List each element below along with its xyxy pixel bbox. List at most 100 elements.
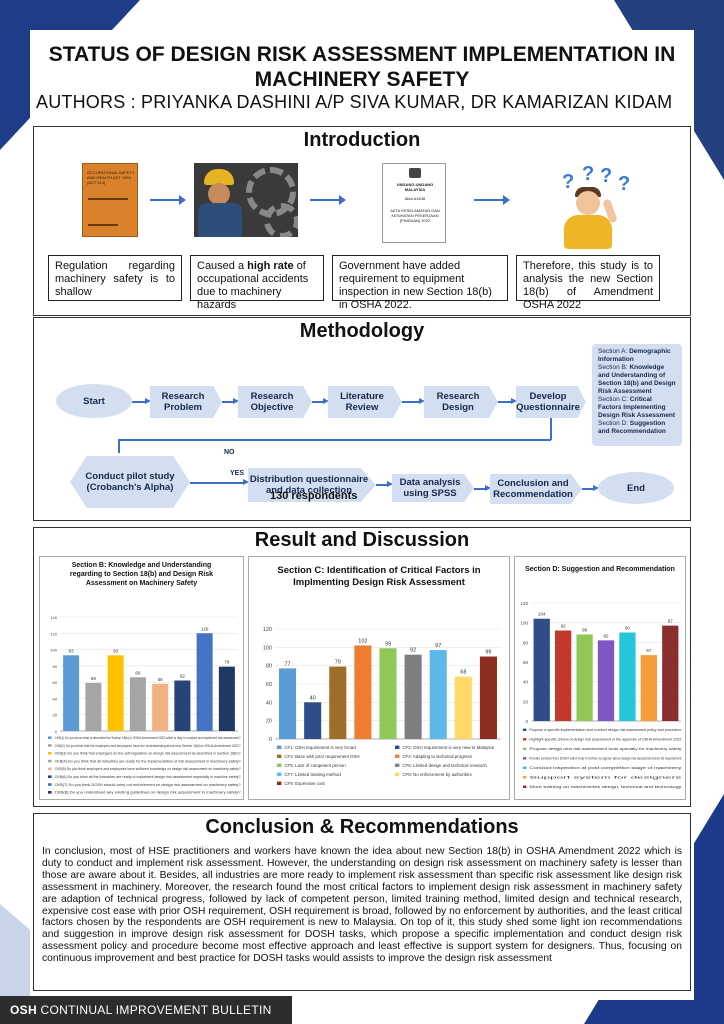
bar [304, 702, 322, 739]
flow-arrow [312, 398, 329, 404]
legend-item: CKB(5) Do you think employers and employ… [55, 767, 241, 771]
flow-connector [118, 439, 551, 441]
introduction-heading: Introduction [303, 129, 421, 151]
legend-item: Provide seminar from DOSH which help to … [529, 757, 681, 761]
flow-pilot-study: Conduct pilot study (Crobanch's Alpha) [70, 456, 190, 508]
bar [218, 666, 235, 731]
legend-item: Propose design new risk assessment tools… [529, 747, 681, 751]
doc-title: UNDANG-UNDANG MALAYSIA [396, 182, 434, 192]
data-label: 79 [335, 660, 341, 666]
y-tick-label: 80 [266, 664, 272, 670]
arrow-icon [474, 195, 510, 205]
data-label: 97 [435, 643, 441, 649]
legend-swatch [48, 752, 52, 755]
machinery-worker-image [194, 163, 298, 237]
legend-swatch [48, 775, 52, 778]
bar [354, 645, 372, 739]
methodology-heading: Methodology [299, 320, 425, 342]
y-tick-label: 100 [263, 645, 272, 651]
data-label: 66 [135, 670, 141, 675]
bar [576, 634, 593, 721]
flow-arrow [376, 481, 393, 487]
doc-subtitle: Akta A1648 [404, 196, 426, 201]
y-tick-label: 0 [525, 719, 528, 724]
y-tick-label: 20 [523, 699, 529, 704]
amendment-document-image: UNDANG-UNDANG MALAYSIA Akta A1648 AKTA K… [382, 163, 446, 243]
osha-act-book-image: OCCUPATIONAL SAFETY AND HEALTH ACT 1994 … [82, 163, 138, 237]
data-label: 104 [538, 612, 546, 617]
data-label: 40 [310, 695, 316, 701]
data-label: 97 [668, 619, 674, 624]
section-c-item: Section C: Critical Factors Implementing… [598, 396, 676, 419]
legend-item: CF4: Adapting to technical progress [402, 754, 472, 759]
legend-item: CKB(1) Do you know what is described the… [55, 736, 241, 740]
arrow-icon [310, 195, 346, 205]
flow-arrow [474, 485, 491, 491]
bar [152, 683, 169, 731]
confused-person-image: ? ? ? ? [542, 163, 642, 253]
intro-box-4: Therefore, this study is to analysis the… [516, 255, 660, 311]
legend-item: Propose a specific implementation and co… [529, 728, 681, 732]
section-a-item: Section A: Demographic Information [598, 348, 671, 363]
y-tick-label: 140 [50, 615, 57, 620]
data-label: 99 [385, 641, 391, 647]
flow-arrow [498, 398, 517, 404]
legend-swatch [395, 745, 400, 749]
legend-swatch [395, 754, 400, 758]
chart-b-svg: 02040608010012014093599366586212079CKB(1… [48, 615, 241, 795]
introduction-section: Introduction OCCUPATIONAL SAFETY AND HEA… [33, 126, 691, 316]
data-label: 102 [358, 639, 367, 645]
intro-box-2: Caused a high rate of occupational accid… [190, 255, 324, 311]
doc-body: AKTA KESELAMATAN DAN KESIHATAN PEKERJAAN… [390, 208, 440, 223]
no-label: NO [224, 449, 235, 456]
legend-swatch [48, 759, 52, 763]
legend-swatch [48, 744, 52, 747]
bar [85, 682, 102, 731]
bar [597, 640, 615, 721]
legend-swatch [395, 763, 400, 767]
y-tick-label: 40 [266, 700, 272, 706]
legend-swatch [523, 776, 527, 779]
legend-swatch [523, 757, 527, 760]
data-label: 67 [646, 648, 652, 653]
legend-swatch [395, 772, 400, 776]
intro-box-1: Regulation regarding machinery safety is… [48, 255, 182, 301]
data-label: 62 [180, 674, 186, 679]
bar [662, 625, 679, 721]
legend-item: Highlight specific criteria of design ri… [529, 738, 681, 742]
conclusion-section: Conclusion & Recommendations In conclusi… [33, 813, 691, 991]
legend-item: CF2: OSH requirement is very new to Mala… [402, 745, 494, 750]
data-label: 93 [69, 648, 75, 653]
data-label: 92 [410, 648, 416, 654]
flow-research-design: Research Design [424, 386, 498, 418]
conclusion-text: In conclusion, most of HSE practitioners… [42, 846, 682, 965]
methodology-section: Methodology Start Research Problem Resea… [33, 317, 691, 521]
data-label: 82 [603, 633, 609, 638]
legend-item: CF9: Expensive cost [284, 781, 325, 786]
conclusion-heading: Conclusion & Recommendations [205, 816, 519, 838]
flow-research-objective: Research Objective [238, 386, 312, 418]
legend-item: Support system for designers [529, 776, 682, 780]
bar [129, 677, 146, 731]
flow-data-analysis: Data analysis using SPSS [392, 474, 474, 502]
section-d-item: Section D: Suggestion and Recommendation [598, 420, 666, 435]
data-label: 58 [158, 677, 164, 682]
legend-item: CKB(4) Do you think that all industries … [55, 759, 241, 763]
legend-swatch [523, 728, 527, 731]
chart-b-title: Section B: Knowledge and Understanding r… [69, 562, 214, 587]
results-heading: Result and Discussion [254, 529, 470, 551]
y-tick-label: 120 [520, 601, 528, 606]
bar [63, 655, 80, 731]
legend-swatch [48, 783, 52, 786]
bar [555, 630, 572, 721]
bulletin-footer: OSH CONTINUAL IMPROVEMENT BULLETIN (OSH-… [0, 996, 292, 1024]
flow-end: End [598, 472, 674, 504]
y-tick-label: 120 [263, 627, 272, 633]
chart-section-b: Section B: Knowledge and Understanding r… [39, 556, 244, 800]
y-tick-label: 60 [266, 682, 272, 688]
flow-start: Start [56, 384, 132, 418]
bar [640, 655, 657, 721]
y-tick-label: 0 [55, 729, 58, 734]
